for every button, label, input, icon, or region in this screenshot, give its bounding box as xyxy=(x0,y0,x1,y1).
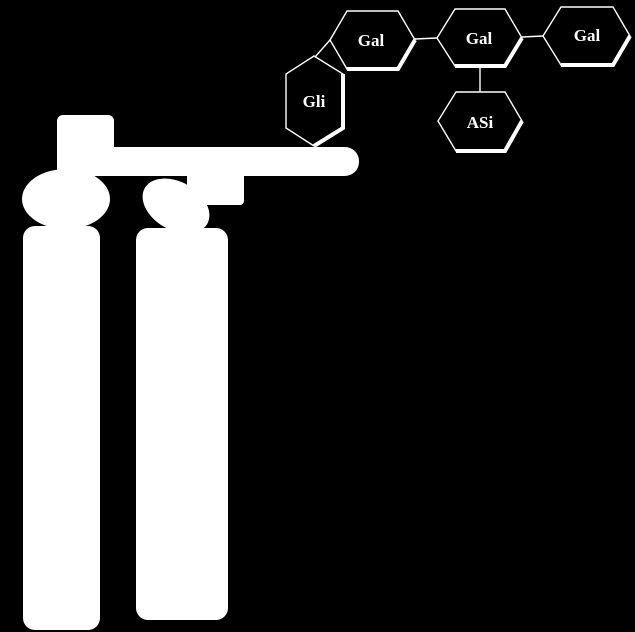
gal3-hexagon-shadow xyxy=(561,34,632,67)
gal1-label: Gal xyxy=(358,31,385,50)
asi-label: ASi xyxy=(467,113,494,132)
gal1-hexagon-shadow xyxy=(347,38,417,71)
gli-label: Gli xyxy=(303,92,326,111)
lipid-tail-left xyxy=(23,226,100,630)
gal3-label: Gal xyxy=(574,26,601,45)
lipid-horizontal-bar xyxy=(70,147,359,176)
residue-gal-3: Gal xyxy=(542,6,632,67)
lipid-tail-right xyxy=(136,228,228,620)
residue-gal-2: Gal xyxy=(436,8,524,68)
residue-gal-1: Gal xyxy=(329,10,417,71)
gal2-hexagon-shadow xyxy=(455,36,524,68)
asi-hexagon-shadow xyxy=(456,120,524,153)
bond-gal2-gal3 xyxy=(521,35,544,38)
bond-gli-gal1 xyxy=(314,39,331,58)
lipid-left-knob xyxy=(22,169,110,229)
lipid-anchor xyxy=(22,115,359,630)
residue-gli: Gli xyxy=(285,55,345,148)
residue-asi: ASi xyxy=(437,91,524,153)
lipid-right-knob xyxy=(142,178,210,234)
bond-gal1-gal2 xyxy=(414,37,438,40)
gal2-label: Gal xyxy=(466,29,493,48)
gli-hexagon-shadow xyxy=(312,74,345,148)
